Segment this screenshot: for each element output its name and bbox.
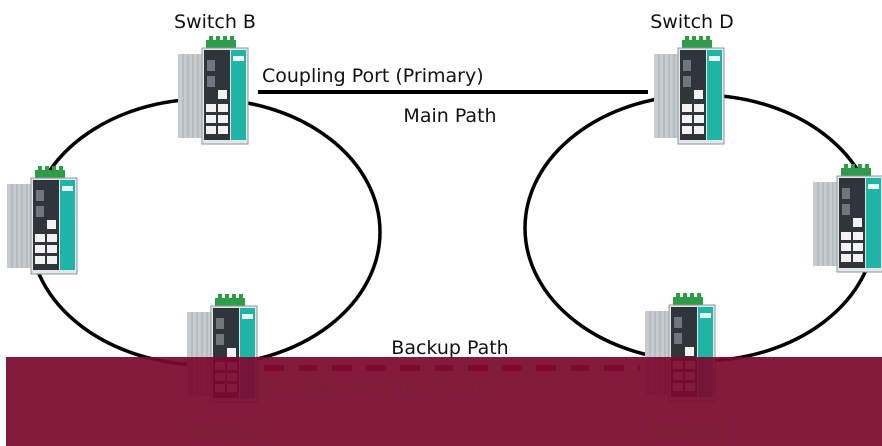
main-path-label: Main Path: [403, 105, 496, 127]
backup-path-label: Backup Path: [391, 337, 508, 359]
switch-c-label: Switch C: [649, 421, 731, 443]
switch-b-label: Switch B: [174, 11, 256, 33]
bottom-overlay-band: [6, 357, 882, 446]
coupling-port-backup-label: Coupling Port (Backup): [265, 377, 483, 399]
switch-a-label: Switch A: [188, 421, 270, 443]
switch-d-label: Switch D: [650, 11, 734, 33]
coupling-port-primary-label: Coupling Port (Primary): [262, 65, 484, 87]
